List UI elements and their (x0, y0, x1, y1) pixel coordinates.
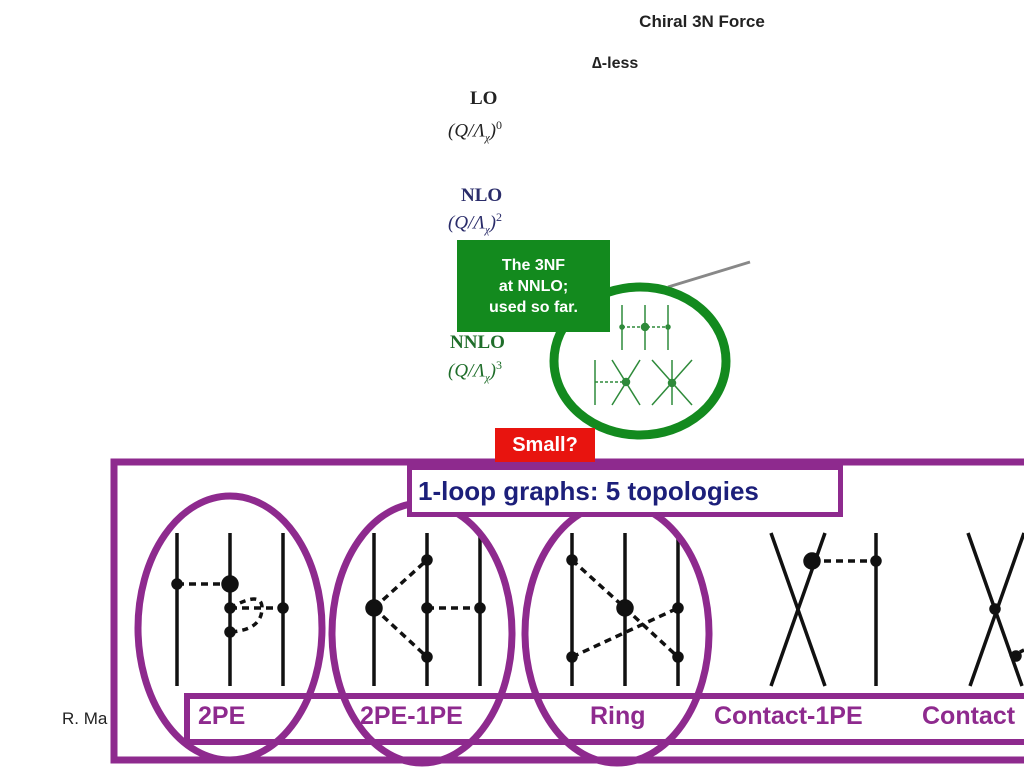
nnlo-diagrams (594, 305, 693, 406)
callout-pointer (667, 260, 751, 289)
footer-author: R. Ma (62, 709, 108, 728)
nnlo-callout: The 3NF at NNLO; used so far. (457, 240, 610, 332)
order-lo: LO (470, 88, 498, 109)
nnlo-highlight-ellipse (549, 282, 731, 440)
diagram-2pe (171, 533, 289, 686)
diagram-contact (966, 532, 1024, 687)
small-badge: Small? (495, 428, 595, 462)
slide-title: Chiral 3N Force (639, 12, 765, 31)
diagram-contact-1pe (769, 532, 882, 687)
scale-nlo: (Q/Λχ)2 (448, 210, 502, 237)
diagram-ring (566, 533, 684, 686)
label-2pe-1pe: 2PE-1PE (360, 702, 463, 730)
ellipse-2pe (134, 492, 326, 764)
label-bar (184, 693, 1024, 745)
order-nlo: NLO (461, 185, 503, 206)
scale-lo: (Q/Λχ)0 (448, 118, 502, 145)
loop-frame (110, 458, 1024, 764)
slide-subtitle: ∆-less (592, 55, 639, 72)
label-ring: Ring (590, 702, 646, 730)
label-contact: Contact (922, 702, 1016, 730)
label-2pe: 2PE (198, 702, 246, 730)
diagram-2pe-1pe (365, 533, 486, 686)
label-contact-1pe: Contact-1PE (714, 702, 863, 730)
scale-nnlo: (Q/Λχ)3 (448, 358, 502, 385)
loop-graphs-title: 1-loop graphs: 5 topologies (407, 465, 843, 517)
order-nnlo: NNLO (450, 332, 505, 353)
